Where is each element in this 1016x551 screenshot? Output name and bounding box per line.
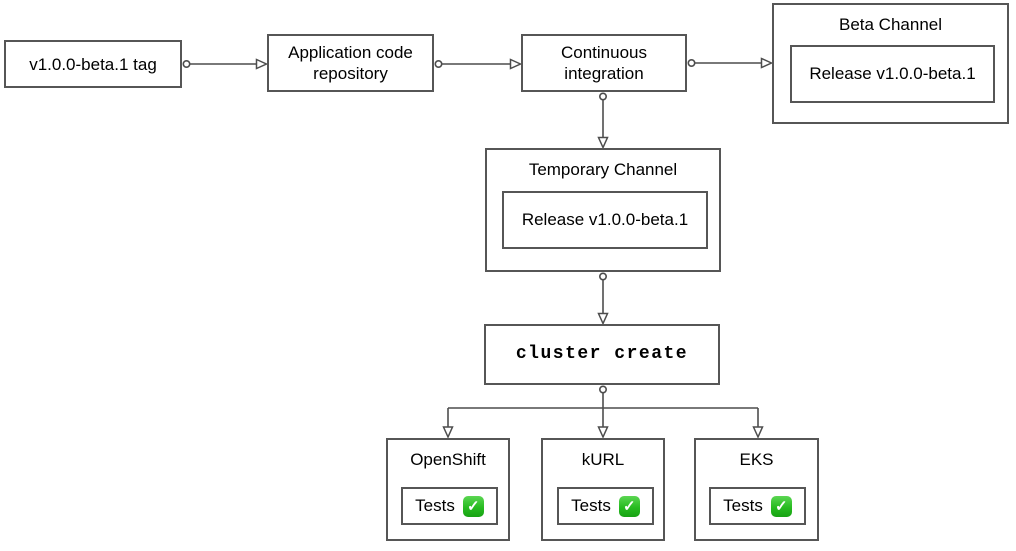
node-version-tag: v1.0.0-beta.1 tag: [4, 40, 182, 88]
eks-title: EKS: [739, 450, 774, 469]
arrowhead-icon: [760, 57, 774, 69]
check-mark-icon: ✓: [770, 495, 792, 517]
edge-source-dot: [687, 58, 696, 67]
arrowhead-icon: [255, 58, 269, 70]
eks-tests-label: Tests: [723, 496, 763, 515]
check-mark-icon: ✓: [462, 495, 484, 517]
node-kurl-tests: Tests ✓: [557, 487, 654, 525]
node-temporary-release-label: Release v1.0.0-beta.1: [521, 210, 689, 229]
edge-source-dot: [598, 272, 607, 281]
node-app-repository: Application code repository: [267, 34, 434, 92]
container-kurl: kURL Tests ✓: [541, 438, 665, 541]
arrowhead-icon: [752, 426, 764, 439]
eks-tests-row: Tests ✓: [723, 495, 792, 517]
node-continuous-integration: Continuous integration: [521, 34, 687, 92]
node-openshift-tests: Tests ✓: [401, 487, 498, 525]
node-version-tag-label: v1.0.0-beta.1 tag: [29, 54, 157, 74]
kurl-title: kURL: [581, 450, 625, 469]
arrowhead-icon: [509, 58, 523, 70]
arrowhead-icon: [597, 426, 609, 439]
edge-source-dot: [434, 59, 443, 68]
check-mark-icon: ✓: [618, 495, 640, 517]
arrowhead-icon: [442, 426, 454, 439]
kurl-tests-row: Tests ✓: [571, 495, 640, 517]
edge-source-dot: [598, 92, 607, 101]
temporary-channel-title: Temporary Channel: [528, 160, 678, 179]
node-cluster-create-label: cluster create: [515, 344, 689, 364]
container-openshift: OpenShift Tests ✓: [386, 438, 510, 541]
node-app-repository-label: Application code repository: [288, 43, 413, 83]
beta-channel-title: Beta Channel: [838, 15, 943, 34]
node-beta-release: Release v1.0.0-beta.1: [790, 45, 995, 103]
node-continuous-integration-label: Continuous integration: [560, 43, 647, 83]
container-eks: EKS Tests ✓: [694, 438, 819, 541]
arrowhead-icon: [597, 312, 609, 326]
node-beta-release-label: Release v1.0.0-beta.1: [809, 64, 976, 83]
node-eks-tests: Tests ✓: [709, 487, 806, 525]
edge-source-dot: [598, 385, 607, 394]
node-temporary-release: Release v1.0.0-beta.1: [502, 191, 708, 249]
openshift-tests-label: Tests: [415, 496, 455, 515]
openshift-title: OpenShift: [410, 450, 486, 469]
arrowhead-icon: [597, 136, 609, 150]
kurl-tests-label: Tests: [571, 496, 611, 515]
node-cluster-create: cluster create: [484, 324, 720, 385]
openshift-tests-row: Tests ✓: [415, 495, 484, 517]
container-temporary-channel: Temporary Channel Release v1.0.0-beta.1: [485, 148, 721, 272]
container-beta-channel: Beta Channel Release v1.0.0-beta.1: [772, 3, 1009, 124]
edge-source-dot: [182, 59, 191, 68]
